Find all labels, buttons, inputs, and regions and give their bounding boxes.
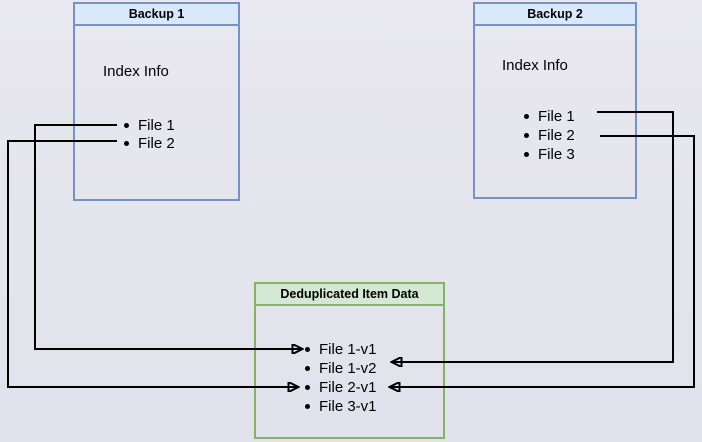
- dedup-header: Deduplicated Item Data: [256, 284, 443, 306]
- list-item: File 1-v2: [305, 359, 377, 378]
- backup1-file2-label: File 2: [138, 134, 175, 152]
- list-item: File 2-v1: [305, 378, 377, 397]
- backup1-header: Backup 1: [75, 4, 238, 26]
- backup1-title: Backup 1: [128, 7, 185, 21]
- backup1-index-info-label: Index Info: [103, 63, 169, 80]
- backup2-title: Backup 2: [527, 7, 583, 21]
- bullet-icon: [305, 404, 310, 409]
- bullet-icon: [524, 114, 529, 119]
- dedup-file-list: File 1-v1 File 1-v2 File 2-v1 File 3-v1: [305, 340, 377, 416]
- list-item: File 3-v1: [305, 397, 377, 416]
- list-item: File 2: [124, 134, 175, 152]
- bullet-icon: [524, 152, 529, 157]
- bullet-icon: [524, 133, 529, 138]
- backup1-file1-label: File 1: [138, 116, 175, 134]
- dedup-box: Deduplicated Item Data File 1-v1 File 1-…: [254, 282, 445, 439]
- bullet-icon: [124, 140, 129, 146]
- bullet-icon: [305, 366, 310, 371]
- bullet-icon: [124, 122, 129, 128]
- bullet-icon: [305, 385, 310, 390]
- dedup-title: Deduplicated Item Data: [280, 287, 419, 301]
- backup2-header: Backup 2: [475, 4, 635, 26]
- backup2-file3-label: File 3: [538, 146, 575, 163]
- dedup-file2v1-label: File 2-v1: [319, 379, 377, 396]
- dedup-file3v1-label: File 3-v1: [319, 398, 377, 415]
- backup2-index-info-label: Index Info: [502, 57, 568, 74]
- list-item: File 1: [524, 107, 575, 126]
- dedup-file1v2-label: File 1-v2: [319, 360, 377, 377]
- list-item: File 3: [524, 145, 575, 164]
- backup2-file1-label: File 1: [538, 108, 575, 125]
- backup2-file2-label: File 2: [538, 127, 575, 144]
- list-item: File 1: [124, 116, 175, 134]
- list-item: File 2: [524, 126, 575, 145]
- backup1-box: Backup 1 Index Info File 1 File 2: [73, 2, 240, 201]
- bullet-icon: [305, 347, 310, 352]
- list-item: File 1-v1: [305, 340, 377, 359]
- dedup-file1v1-label: File 1-v1: [319, 341, 377, 358]
- backup2-file-list: File 1 File 2 File 3: [524, 107, 575, 164]
- backup2-box: Backup 2 Index Info File 1 File 2 File 3: [473, 2, 637, 199]
- backup1-file-list: File 1 File 2: [124, 116, 175, 152]
